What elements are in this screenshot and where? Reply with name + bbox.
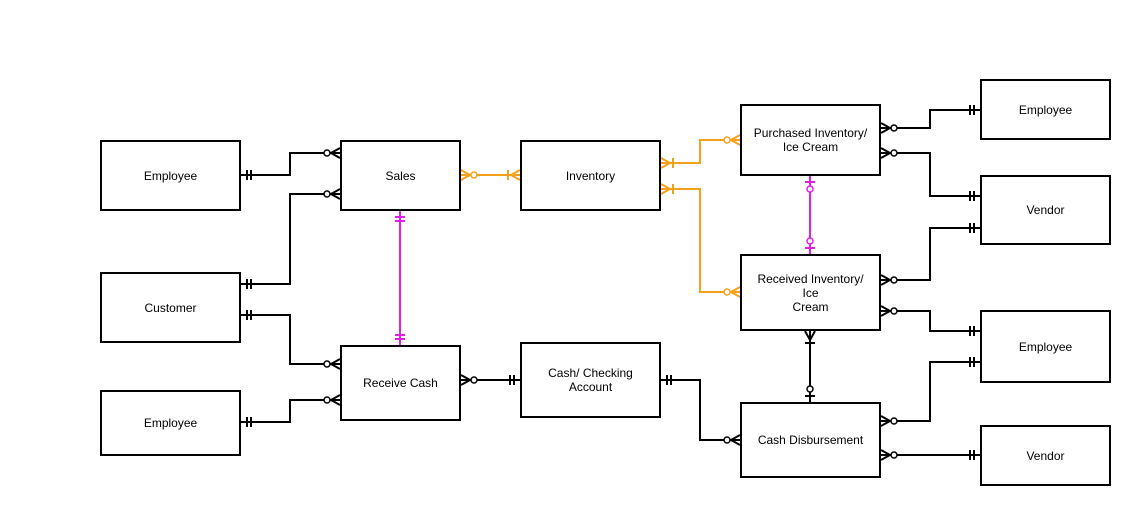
customer-sales-relationship bbox=[241, 188, 341, 289]
cash-account-disbursement-relationship bbox=[661, 375, 741, 446]
purchased-received-relationship bbox=[805, 176, 815, 254]
vendor-purchase-label: Vendor bbox=[1026, 203, 1065, 217]
receive-cash-label: Receive Cash bbox=[363, 376, 438, 390]
inventory-entity[interactable]: Inventory bbox=[520, 140, 661, 211]
customer-receive-cash-relationship bbox=[241, 310, 341, 370]
inventory-purchased-relationship bbox=[660, 134, 741, 169]
purchased-vendor-relationship bbox=[880, 147, 980, 201]
employee-disbursement-label: Employee bbox=[1018, 339, 1073, 354]
purchased-inventory-label: Purchased Inventory/ Ice Cream bbox=[753, 126, 868, 154]
purchased-employee-relationship bbox=[880, 105, 980, 134]
employee-purchase-label: Employee bbox=[1018, 102, 1073, 117]
vendor-purchase-entity[interactable]: Vendor bbox=[980, 175, 1111, 245]
employee-sales-label: Employee bbox=[143, 168, 198, 183]
receive-cash-entity[interactable]: Receive Cash bbox=[340, 345, 461, 421]
disbursement-vendor-relationship bbox=[880, 449, 980, 461]
receive-cash-account-relationship bbox=[460, 374, 520, 386]
received-inventory-label: Received Inventory/ Ice Cream bbox=[757, 271, 864, 314]
employee-purchase-entity[interactable]: Employee bbox=[980, 79, 1111, 140]
sales-receive-cash-relationship bbox=[395, 211, 405, 345]
employee-receive-entity[interactable]: Employee bbox=[100, 390, 241, 456]
inventory-received-relationship bbox=[660, 183, 741, 298]
inventory-label: Inventory bbox=[565, 168, 616, 183]
cash-account-label: Cash/ Checking Account bbox=[548, 366, 633, 394]
purchased-inventory-entity[interactable]: Purchased Inventory/ Ice Cream bbox=[740, 104, 881, 176]
customer-label: Customer bbox=[144, 300, 197, 315]
received-employee-relationship bbox=[880, 305, 980, 336]
cash-account-entity[interactable]: Cash/ Checking Account bbox=[520, 342, 661, 418]
vendor-disbursement-entity[interactable]: Vendor bbox=[980, 425, 1111, 486]
employee-receive-label: Employee bbox=[143, 416, 198, 430]
sales-inventory-relationship bbox=[460, 169, 521, 181]
disbursement-employee-relationship bbox=[880, 357, 980, 427]
received-disbursement-relationship bbox=[804, 330, 816, 402]
sales-label: Sales bbox=[385, 168, 416, 183]
employee-sales-entity[interactable]: Employee bbox=[100, 140, 241, 211]
vendor-disbursement-label: Vendor bbox=[1026, 448, 1065, 463]
customer-entity[interactable]: Customer bbox=[100, 272, 241, 343]
employee-disbursement-entity[interactable]: Employee bbox=[980, 310, 1111, 383]
received-inventory-entity[interactable]: Received Inventory/ Ice Cream bbox=[740, 254, 881, 331]
employee-receive-cash-relationship bbox=[241, 394, 341, 427]
cash-disbursement-label: Cash Disbursement bbox=[757, 433, 864, 447]
sales-entity[interactable]: Sales bbox=[340, 140, 461, 211]
employee-sales-relationship bbox=[241, 147, 341, 180]
cash-disbursement-entity[interactable]: Cash Disbursement bbox=[740, 402, 881, 478]
received-vendor-relationship bbox=[880, 223, 980, 286]
